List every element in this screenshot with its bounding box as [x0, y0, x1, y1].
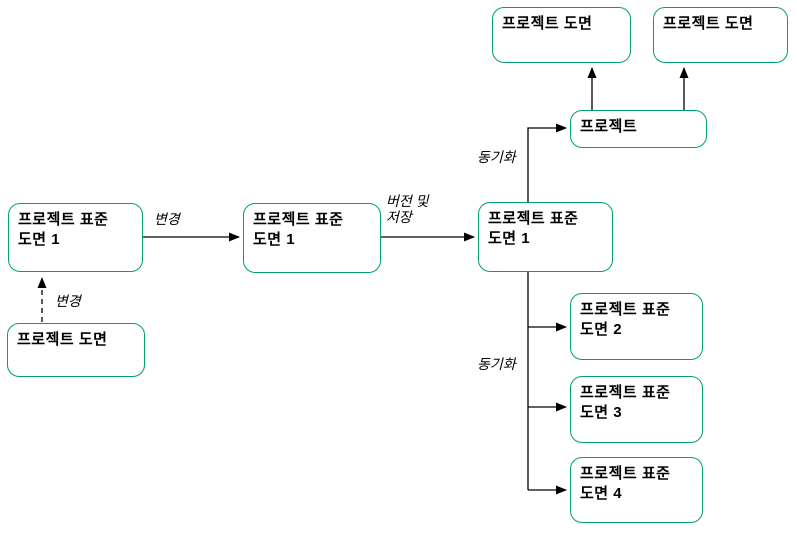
- box-project-std-drawing-2: 프로젝트 표준 도면 2: [570, 293, 703, 360]
- edge-label-change-1: 변경: [154, 211, 180, 227]
- edge-label-version-save: 버전 및 저장: [386, 193, 429, 226]
- arrow-sync-up: [527, 123, 567, 202]
- edge-label-sync-down: 동기화: [477, 356, 516, 372]
- box-project-std-drawing-3: 프로젝트 표준 도면 3: [570, 376, 703, 443]
- box-project-drawing-top-a-label: 프로젝트 도면: [502, 15, 593, 32]
- edge-label-sync-up: 동기화: [477, 149, 516, 165]
- box-project-std-drawing-1-right: 프로젝트 표준 도면 1: [478, 202, 613, 272]
- box-project-drawing-bottom-left-label: 프로젝트 도면: [17, 331, 108, 348]
- box-project: 프로젝트: [570, 110, 707, 148]
- box-project-std-drawing-4: 프로젝트 표준 도면 4: [570, 457, 703, 523]
- box-project-std-drawing-3-label: 프로젝트 표준 도면 3: [580, 384, 671, 422]
- box-project-std-drawing-1-right-label: 프로젝트 표준 도면 1: [488, 210, 579, 248]
- box-project-drawing-bottom-left: 프로젝트 도면: [7, 323, 145, 377]
- box-project-std-drawing-1-center: 프로젝트 표준 도면 1: [243, 203, 381, 273]
- box-project-drawing-top-a: 프로젝트 도면: [492, 7, 631, 63]
- box-project-drawing-top-b: 프로젝트 도면: [653, 7, 788, 63]
- box-project-drawing-top-b-label: 프로젝트 도면: [663, 15, 754, 32]
- box-project-std-drawing-4-label: 프로젝트 표준 도면 4: [580, 465, 671, 503]
- box-project-std-drawing-1-left: 프로젝트 표준 도면 1: [8, 203, 143, 272]
- box-project-std-drawing-1-left-label: 프로젝트 표준 도면 1: [18, 211, 109, 249]
- box-project-std-drawing-1-center-label: 프로젝트 표준 도면 1: [253, 211, 344, 249]
- box-project-std-drawing-2-label: 프로젝트 표준 도면 2: [580, 301, 671, 339]
- box-project-label: 프로젝트: [580, 118, 638, 135]
- edge-label-change-2: 변경: [55, 293, 81, 309]
